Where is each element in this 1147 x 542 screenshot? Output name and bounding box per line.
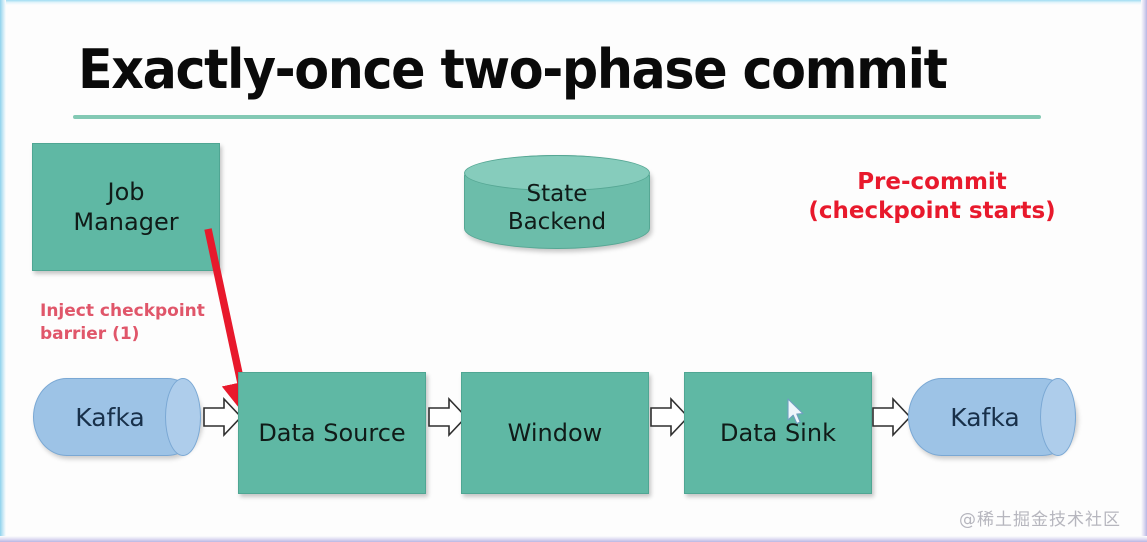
flow-arrow-4 <box>872 396 912 438</box>
title-underline-rule <box>73 115 1041 119</box>
red-checkpoint-barrier-arrow <box>204 228 260 421</box>
node-window[interactable]: Window <box>461 372 649 494</box>
node-kafka-source[interactable]: Kafka <box>33 378 201 456</box>
node-window-label: Window <box>507 419 603 447</box>
mouse-cursor <box>787 398 804 425</box>
frame-edge-bottom <box>0 536 1147 542</box>
node-kafka-sink-label: Kafka <box>950 402 1020 432</box>
node-job-manager-label: Job Manager <box>73 178 179 236</box>
flow-arrow-1 <box>203 396 243 438</box>
node-state-backend-label: State Backend <box>507 180 607 235</box>
watermark: @稀土掘金技术社区 <box>959 510 1121 530</box>
node-data-source-label: Data Source <box>258 419 406 447</box>
node-job-manager[interactable]: Job Manager <box>32 143 220 271</box>
node-state-backend[interactable]: State Backend <box>464 155 650 249</box>
node-data-sink-label: Data Sink <box>720 419 836 447</box>
frame-edge-right <box>1141 0 1147 542</box>
node-kafka-source-label: Kafka <box>75 402 145 432</box>
frame-edge-left <box>0 0 6 542</box>
slide-title: Exactly-once two-phase commit <box>78 38 948 101</box>
node-kafka-sink[interactable]: Kafka <box>908 378 1076 456</box>
node-data-source[interactable]: Data Source <box>238 372 426 494</box>
frame-edge-top <box>0 0 1147 5</box>
annotation-pre-commit: Pre-commit (checkpoint starts) <box>808 169 1056 225</box>
flow-arrow-3 <box>650 396 690 438</box>
node-data-sink[interactable]: Data Sink <box>684 372 872 494</box>
flow-arrow-2 <box>428 396 468 438</box>
annotation-inject-barrier: Inject checkpoint barrier (1) <box>40 301 205 344</box>
